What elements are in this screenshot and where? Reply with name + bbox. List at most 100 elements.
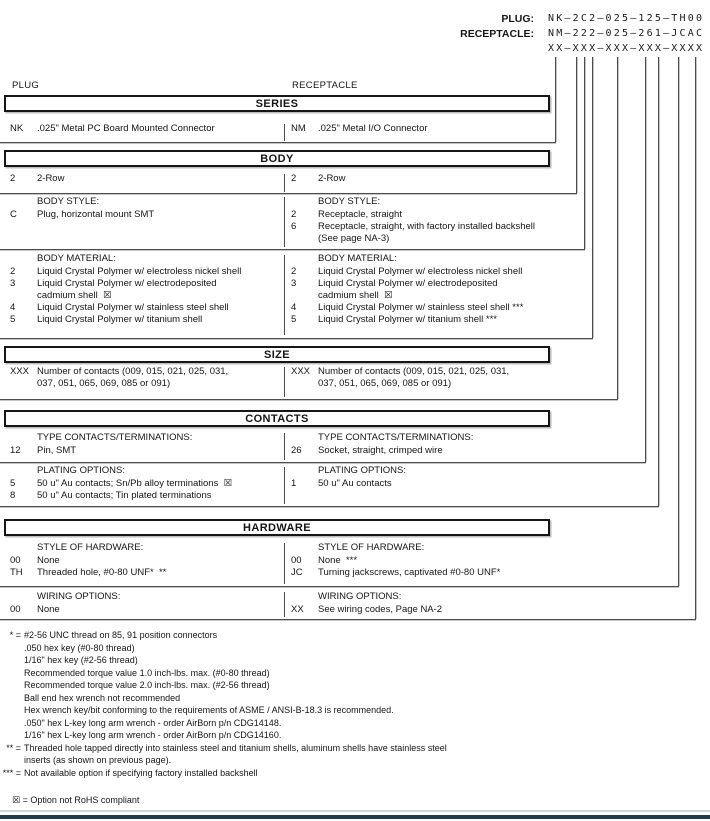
option-code: 5: [291, 314, 297, 325]
connector-line-hardware-style: [678, 57, 679, 586]
option-item: 5 50 u" Au contacts; Sn/Pb alloy termina…: [10, 478, 282, 490]
plating-receptacle-cell: PLATING OPTIONS: 1 50 u" Au contacts: [291, 465, 549, 490]
option-code: 00: [10, 555, 21, 566]
option-item: C Plug, horizontal mount SMT: [10, 209, 282, 221]
part-number-block: PLUG: NK–2C2–025–125–TH00 RECEPTACLE: NM…: [420, 11, 710, 56]
footnote-marker: ** =: [6, 742, 21, 753]
option-desc: None ***: [318, 555, 358, 566]
option-desc: Liquid Crystal Polymer w/ electrodeposit…: [318, 278, 498, 301]
option-desc: 2-Row: [37, 173, 65, 184]
footnote-text: #2-56 UNC thread on 85, 91 position conn…: [24, 630, 218, 640]
option-code: 4: [291, 302, 297, 313]
option-item: 2 2-Row: [291, 173, 549, 185]
part-number-mask-value: XX–XXX–XXX–XXX–XXXX: [548, 43, 705, 54]
option-code: 8: [10, 490, 16, 501]
option-code: 4: [10, 302, 16, 313]
footnote-text: Recommended torque value 1.0 inch-lbs. m…: [24, 667, 270, 678]
subsection-header: BODY MATERIAL:: [318, 253, 397, 264]
footnote-marker: * =: [9, 630, 21, 640]
option-desc: Threaded hole, #0-80 UNF* **: [37, 567, 167, 578]
option-desc: Liquid Crystal Polymer w/ electrodeposit…: [37, 278, 217, 301]
body-band: BODY: [4, 150, 550, 167]
option-desc: Number of contacts (009, 015, 021, 025, …: [318, 366, 510, 389]
option-item: 2 Liquid Crystal Polymer w/ electroless …: [291, 266, 549, 278]
option-item: 3 Liquid Crystal Polymer w/ electrodepos…: [291, 278, 549, 302]
option-desc: Liquid Crystal Polymer w/ titanium shell: [37, 314, 203, 325]
series-band: SERIES: [4, 95, 550, 112]
footnote-line: .050" hex L-key long arm wrench - order …: [0, 717, 700, 730]
column-divider-body-style: [284, 197, 285, 247]
option-desc: Number of contacts (009, 015, 021, 025, …: [37, 366, 229, 389]
footnote-marker: [0, 654, 21, 667]
option-desc: Liquid Crystal Polymer w/ electroless ni…: [318, 266, 523, 277]
footnote-text: 1/16" hex key (#2-56 thread): [24, 655, 138, 665]
option-code: 2: [10, 173, 16, 184]
option-item: XXX Number of contacts (009, 015, 021, 0…: [10, 366, 282, 390]
footnote-text: Hex wrench key/bit conforming to the req…: [24, 705, 394, 715]
hardware-style-receptacle-cell: STYLE OF HARDWARE: 00 None *** JC Turnin…: [291, 542, 549, 579]
footnote-line: *** = Not available option if specifying…: [0, 767, 700, 780]
option-desc: Receptacle, straight, with factory insta…: [318, 221, 536, 244]
option-item: 5 Liquid Crystal Polymer w/ titanium she…: [10, 314, 282, 326]
column-divider-contact-type: [284, 433, 285, 460]
rohs-note-text: = Option not RoHS compliant: [22, 795, 140, 805]
subsection-header: STYLE OF HARDWARE:: [318, 542, 425, 553]
option-code: 5: [10, 478, 16, 489]
option-code: 6: [291, 221, 297, 232]
separator-series-bottom: [0, 142, 556, 143]
option-code: 00: [291, 555, 302, 566]
connector-line-wiring: [695, 57, 696, 619]
plating-plug-cell: PLATING OPTIONS: 5 50 u" Au contacts; Sn…: [10, 465, 282, 502]
body-rowcount-plug-cell: 2 2-Row: [10, 173, 282, 185]
column-divider-series: [284, 124, 285, 141]
option-code: 00: [10, 604, 21, 615]
receptacle-part-number-value: NM–222–025–261–JCAC: [548, 28, 705, 39]
option-code: TH: [10, 567, 23, 578]
part-number-mask-row: XX–XXX–XXX–XXX–XXXX: [420, 41, 710, 56]
plug-part-number-row: PLUG: NK–2C2–025–125–TH00: [420, 11, 710, 26]
size-plug-cell: XXX Number of contacts (009, 015, 021, 0…: [10, 366, 282, 390]
separator-hardware-style-bottom: [0, 586, 679, 587]
option-code: JC: [291, 567, 303, 578]
hardware-style-plug-cell: STYLE OF HARDWARE: 00 None TH Threaded h…: [10, 542, 282, 579]
option-code: 26: [291, 445, 302, 456]
separator-body-style-bottom: [0, 249, 585, 250]
connector-line-plating: [658, 57, 659, 506]
footnote-marker: [0, 717, 21, 730]
option-item: NK .025" Metal PC Board Mounted Connecto…: [10, 123, 282, 135]
footnote-marker: [0, 642, 21, 655]
column-divider-hardware-style: [284, 543, 285, 584]
rohs-note: ☒ = Option not RoHS compliant: [12, 794, 139, 806]
footnote-line: Ball end hex wrench not recommended: [0, 692, 700, 705]
receptacle-part-number-row: RECEPTACLE: NM–222–025–261–JCAC: [420, 26, 710, 41]
separator-body-material-bottom: [0, 338, 593, 339]
option-code: 1: [291, 478, 297, 489]
plug-part-number-value: NK–2C2–025–125–TH00: [548, 13, 705, 24]
option-desc: 2-Row: [318, 173, 346, 184]
footnote-marker: [0, 704, 21, 717]
option-item: 6 Receptacle, straight, with factory ins…: [291, 221, 549, 245]
option-item: 4 Liquid Crystal Polymer w/ stainless st…: [291, 302, 549, 314]
option-code: 12: [10, 445, 21, 456]
option-item: 1 50 u" Au contacts: [291, 478, 549, 490]
subsection-header: BODY STYLE:: [318, 196, 381, 207]
option-desc: Liquid Crystal Polymer w/ stainless stee…: [37, 302, 229, 313]
size-receptacle-cell: XXX Number of contacts (009, 015, 021, 0…: [291, 366, 549, 390]
option-item: XXX Number of contacts (009, 015, 021, 0…: [291, 366, 549, 390]
body-material-receptacle-cell: BODY MATERIAL: 2 Liquid Crystal Polymer …: [291, 253, 549, 326]
subsection-header: WIRING OPTIONS:: [318, 591, 402, 602]
option-code: XX: [291, 604, 304, 615]
connector-line-contact-type: [645, 57, 646, 462]
footer-gray-rule: [0, 810, 710, 812]
subsection-header: WIRING OPTIONS:: [37, 591, 121, 602]
footnote-line: ** = Threaded hole tapped directly into …: [0, 742, 700, 767]
footnote-text: Recommended torque value 2.0 inch-lbs. m…: [24, 680, 270, 690]
option-desc: .025" Metal PC Board Mounted Connector: [37, 123, 215, 134]
contact-type-receptacle-cell: TYPE CONTACTS/TERMINATIONS: 26 Socket, s…: [291, 432, 549, 457]
separator-size-bottom: [0, 399, 618, 400]
plug-part-number-label: PLUG:: [501, 12, 534, 25]
separator-wiring-bottom: [0, 619, 696, 620]
wiring-plug-cell: WIRING OPTIONS: 00 None: [10, 591, 282, 616]
option-item: 3 Liquid Crystal Polymer w/ electrodepos…: [10, 278, 282, 302]
column-divider-plating: [284, 467, 285, 504]
